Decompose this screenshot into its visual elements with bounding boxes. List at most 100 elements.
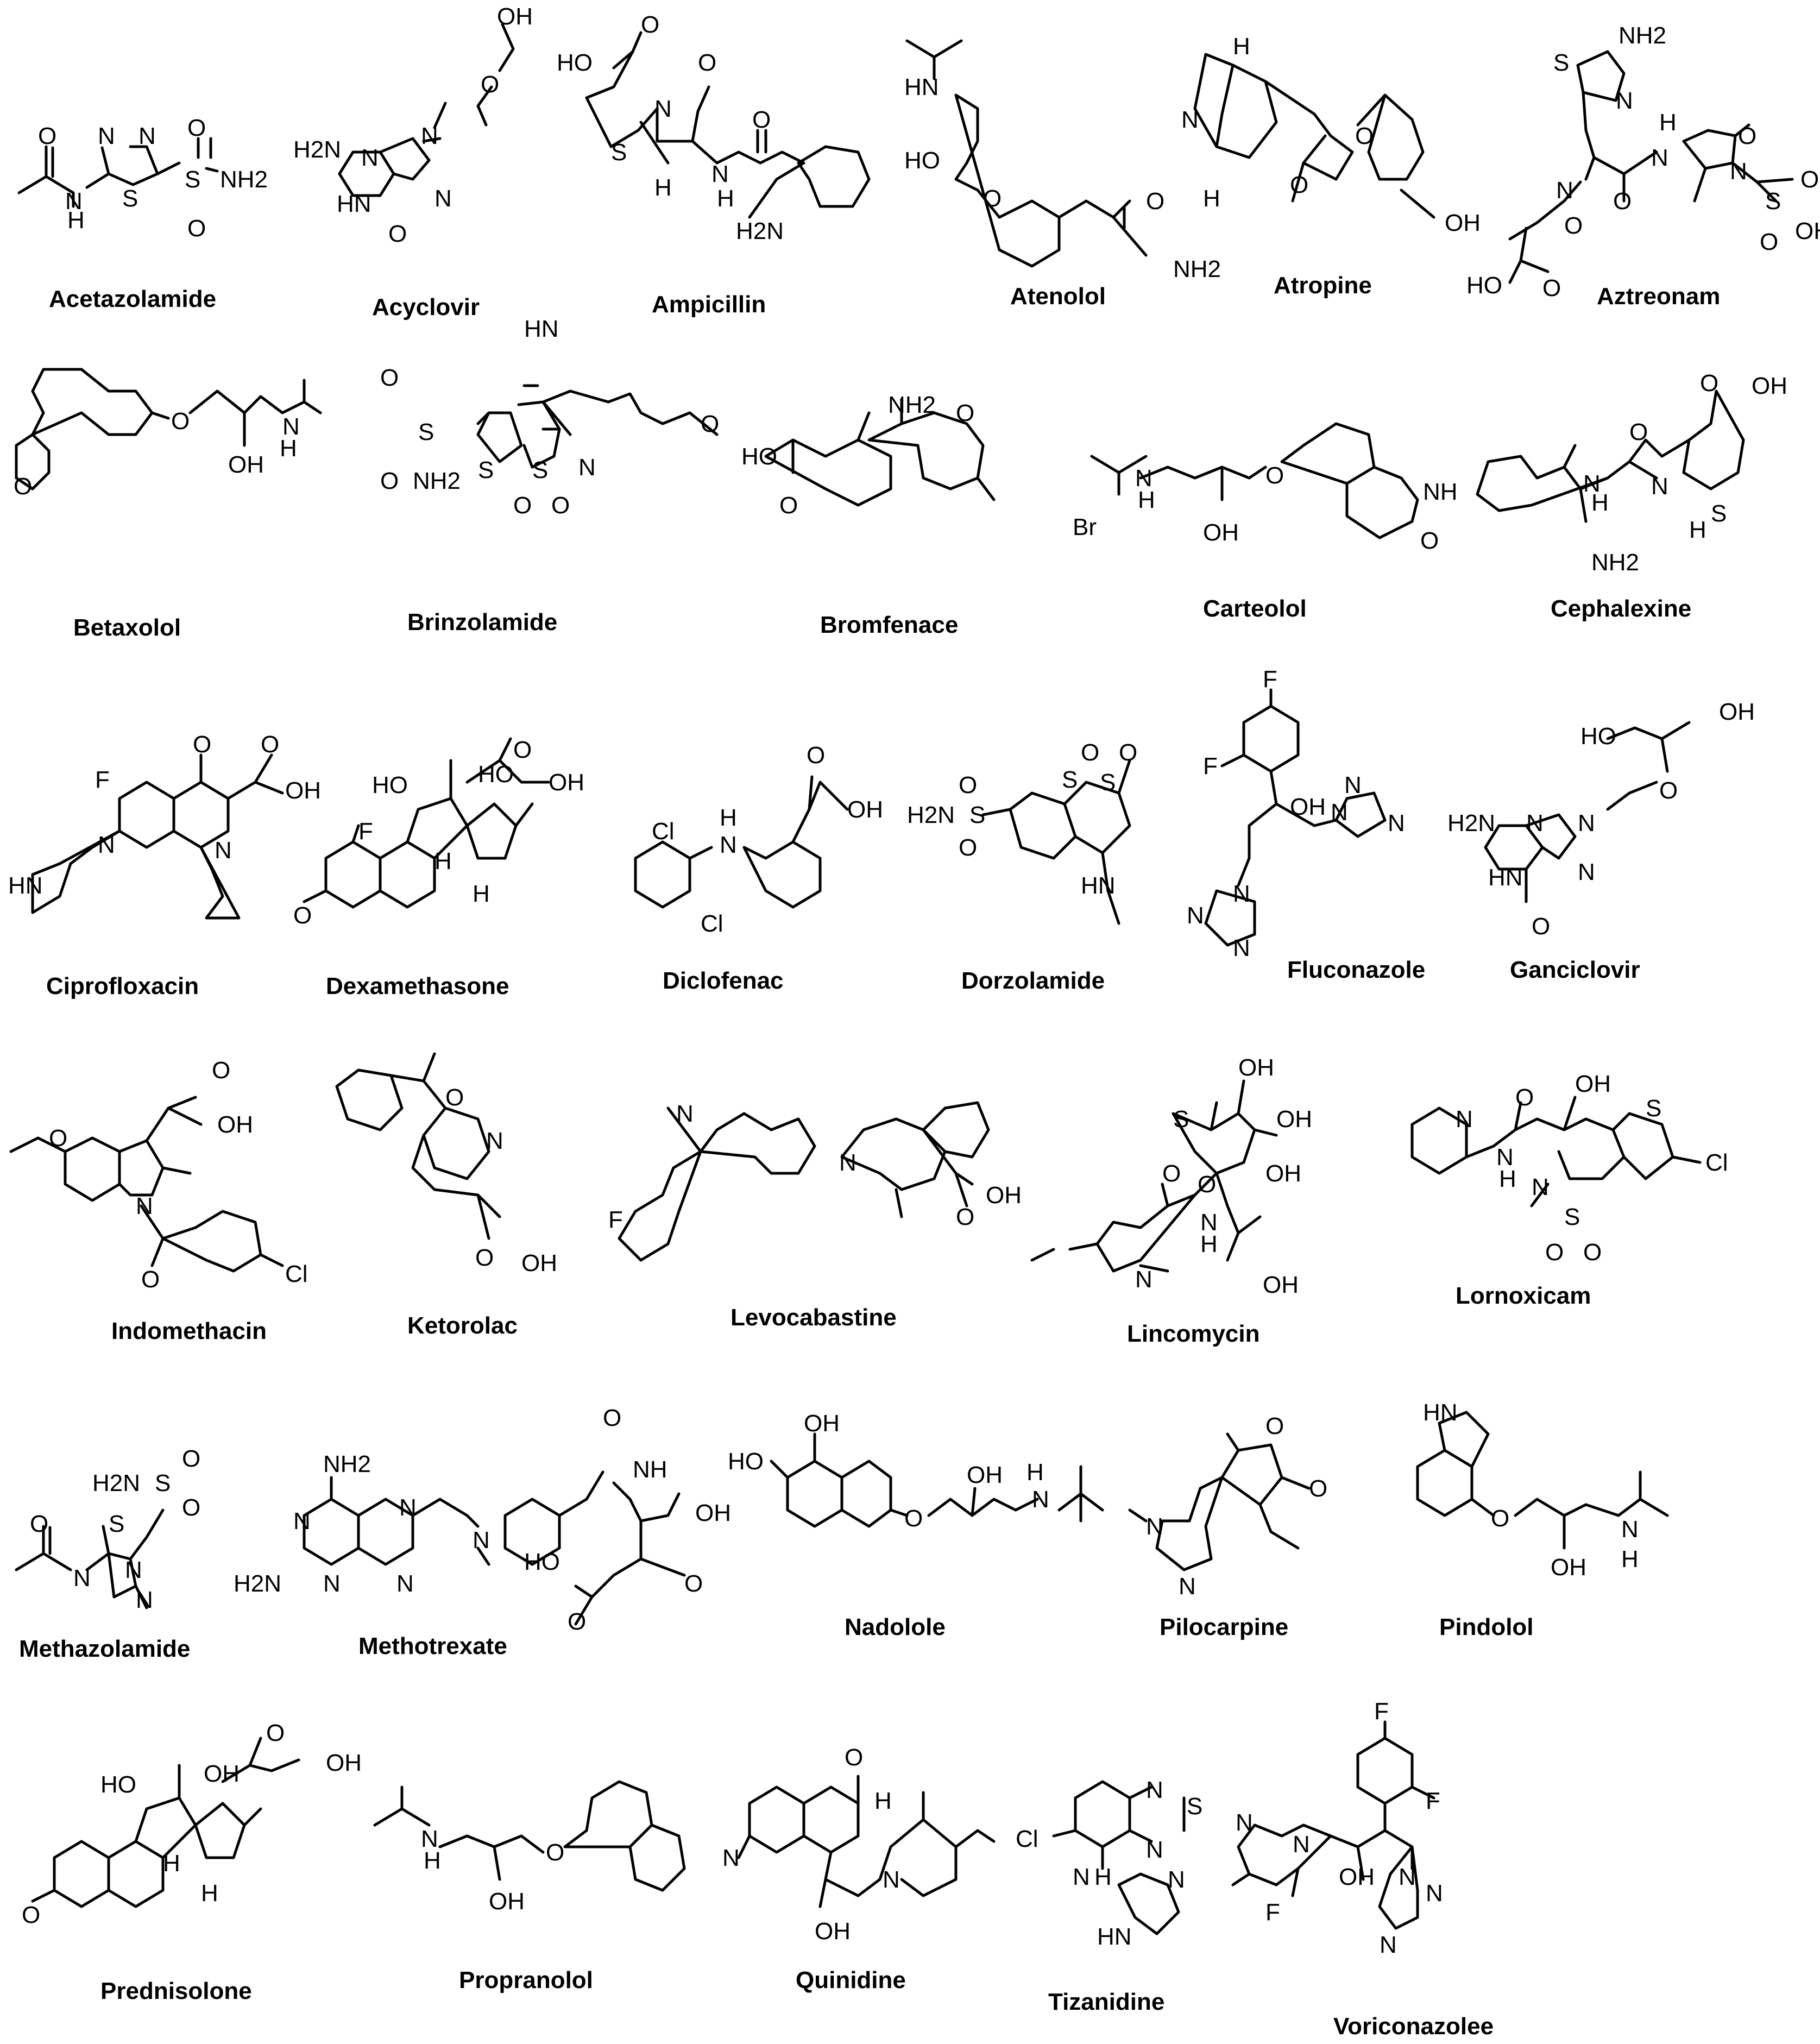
atom-label: O xyxy=(845,1744,863,1771)
atom-label: N xyxy=(1399,1864,1416,1890)
atom-label: O xyxy=(1265,462,1284,489)
atom-label: F xyxy=(1426,1788,1440,1814)
atom-label: N xyxy=(98,832,115,858)
compound-name: Ciprofloxacin xyxy=(46,973,199,999)
atom-label: O xyxy=(956,1204,974,1230)
compound-name: Methazolamide xyxy=(19,1636,190,1662)
atom-label: N xyxy=(1583,470,1601,497)
atom-label: N xyxy=(421,123,438,149)
compound-name: Lincomycin xyxy=(1127,1320,1260,1347)
atom-label: O xyxy=(513,737,532,763)
atom-label: N xyxy=(1181,106,1199,133)
atom-label: H xyxy=(201,1880,218,1907)
atom-label: S xyxy=(532,457,548,483)
atom-label: OH xyxy=(285,777,321,804)
atom-label: O xyxy=(1545,1239,1564,1266)
atom-label: S xyxy=(478,457,494,483)
compound-name: Dexamethasone xyxy=(326,973,509,999)
compound-betaxolol: O O OH N H Betaxolol xyxy=(14,368,322,641)
atom-label: N xyxy=(1146,1777,1163,1803)
atom-label: OH xyxy=(847,796,883,823)
compound-name: Bromfenace xyxy=(820,612,958,638)
atom-label: O xyxy=(1420,527,1439,554)
atom-label: S xyxy=(611,139,627,166)
atom-label: OH xyxy=(815,1918,851,1945)
atom-label: N xyxy=(711,161,729,187)
atom-label: H xyxy=(654,174,672,201)
atom-label: N xyxy=(883,1866,900,1893)
atom-label: O xyxy=(380,364,399,391)
atom-label: O xyxy=(14,473,32,500)
atom-label: OH xyxy=(1575,1071,1611,1097)
atom-label: O xyxy=(1613,188,1632,215)
compound-name: Ganciclovir xyxy=(1510,957,1640,983)
atom-label: OH xyxy=(1290,794,1326,820)
atom-label: F xyxy=(1265,1899,1280,1926)
atom-label: F xyxy=(1374,1698,1389,1725)
atom-label: H xyxy=(1689,517,1706,543)
compound-name: Quinidine xyxy=(796,1967,906,1993)
atom-label: O xyxy=(568,1608,586,1635)
atom-label: O xyxy=(1542,275,1561,301)
atom-label: HO xyxy=(100,1771,136,1798)
atom-label: O xyxy=(513,492,532,519)
atom-label: Cl xyxy=(285,1261,308,1287)
atom-label: OH xyxy=(204,1760,240,1787)
atom-label: N xyxy=(1532,1174,1549,1200)
atom-label: H xyxy=(67,207,85,234)
atom-label: HO xyxy=(741,443,777,470)
atom-label: N xyxy=(421,1826,438,1852)
atom-label: N xyxy=(1556,177,1573,204)
atom-label: OH xyxy=(489,1888,525,1915)
atom-label: N xyxy=(1179,1573,1196,1600)
compound-name: Cephalexine xyxy=(1551,595,1691,622)
atom-label: N xyxy=(578,454,596,481)
atom-label: HO xyxy=(904,147,940,174)
atom-label: N xyxy=(1146,1513,1163,1540)
compound-name: Pindolol xyxy=(1439,1614,1534,1640)
atom-label: O xyxy=(779,492,798,519)
atom-label: N xyxy=(1651,144,1668,171)
atom-label: N xyxy=(676,1100,694,1127)
compound-nadolole: OH HO OH H O N Nadolole xyxy=(728,1410,1104,1640)
compound-ciprofloxacin: F O O OH N HN N Ciprofloxacin xyxy=(8,731,321,999)
atom-label: NH xyxy=(633,1456,667,1483)
atom-label: NH2 xyxy=(1173,256,1221,282)
atom-label: OH xyxy=(1263,1272,1299,1298)
atom-label: HO xyxy=(1580,723,1616,750)
compound-name: Acyclovir xyxy=(372,294,480,320)
atom-label: N xyxy=(1380,1932,1397,1958)
atom-label: O xyxy=(1629,419,1648,445)
compound-name: Betaxolol xyxy=(73,614,181,641)
atom-label: O xyxy=(983,185,1002,212)
atom-label: O xyxy=(481,71,499,98)
atom-label: O xyxy=(212,1057,230,1084)
compound-levocabastine: N F N O OH Levocabastine xyxy=(608,1100,1022,1331)
atom-label: N xyxy=(1426,1880,1443,1907)
atom-label: OH xyxy=(497,3,533,30)
atom-label: N xyxy=(1073,1864,1090,1890)
atom-label: NH2 xyxy=(1591,549,1639,576)
atom-label: H xyxy=(1621,1546,1639,1573)
compound-name: Tizanidine xyxy=(1048,1989,1164,2015)
atom-label: H xyxy=(1200,1231,1218,1257)
atom-label: N xyxy=(839,1149,857,1176)
atom-label: N xyxy=(215,837,232,864)
atom-label: OH xyxy=(549,769,584,796)
atom-label: H xyxy=(473,881,490,907)
atom-label: O xyxy=(171,408,190,435)
atom-label: N xyxy=(1578,810,1595,837)
atom-label: F xyxy=(1263,666,1277,693)
atom-label: O xyxy=(1800,166,1819,193)
atom-label: O xyxy=(1309,1475,1327,1502)
atom-label: O xyxy=(388,221,407,247)
atom-label: N xyxy=(1344,772,1362,798)
atom-label: H xyxy=(1094,1864,1112,1890)
atom-label: O xyxy=(30,1511,48,1537)
atom-label: O xyxy=(546,1839,564,1866)
atom-label: N xyxy=(1233,881,1250,907)
atom-label: N xyxy=(1168,1866,1185,1893)
atom-label: S xyxy=(1100,769,1116,796)
atom-label: N xyxy=(1187,902,1204,929)
atom-label: OH xyxy=(1445,210,1481,236)
